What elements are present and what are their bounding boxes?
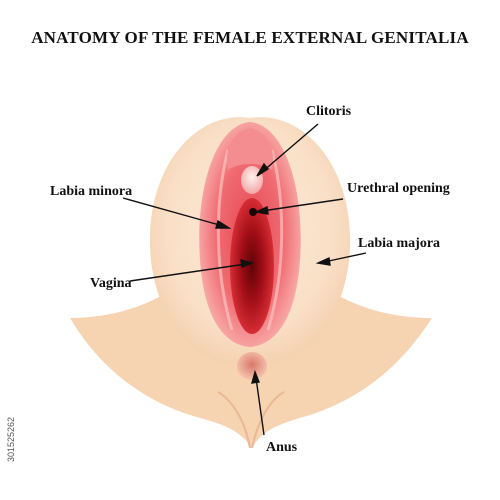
clitoris-arrowhead: [256, 162, 270, 177]
label-labia-majora: Labia majora: [358, 236, 441, 251]
anus-leader-line: [255, 377, 265, 436]
label-vagina: Vagina: [90, 276, 132, 291]
urethral-arrowhead: [253, 205, 269, 215]
clitoris-leader-line: [261, 123, 319, 173]
urethral-leader-line: [261, 198, 344, 212]
thigh-crease-left: [217, 391, 251, 449]
vagina-shape: [230, 198, 274, 334]
urethral-opening-dot: [249, 208, 257, 216]
labia-majora-arrowhead: [315, 256, 331, 266]
thigh-crease-right: [251, 391, 285, 449]
label-anus: Anus: [266, 440, 298, 455]
vagina-arrowhead: [240, 259, 255, 268]
diagram-title: ANATOMY OF THE FEMALE EXTERNAL GENITALIA: [31, 28, 469, 47]
labia-minora-arrowhead: [215, 219, 232, 229]
labia-majora-leader-line: [323, 252, 367, 263]
vagina-leader-line: [129, 263, 247, 282]
stock-image-id: 301525262: [6, 416, 16, 462]
label-labia-minora: Labia minora: [50, 184, 133, 199]
labia-minora-fold-right: [266, 149, 284, 331]
labia-minora-fold-left: [216, 149, 234, 331]
anus-shape: [237, 352, 267, 380]
anus-arrowhead: [251, 369, 260, 384]
clitoral-hood-shape: [226, 128, 274, 170]
clitoris-shape: [241, 166, 263, 194]
labia-minora-leader-line: [122, 197, 224, 227]
label-urethral-opening: Urethral opening: [347, 181, 450, 196]
label-clitoris: Clitoris: [306, 104, 352, 119]
